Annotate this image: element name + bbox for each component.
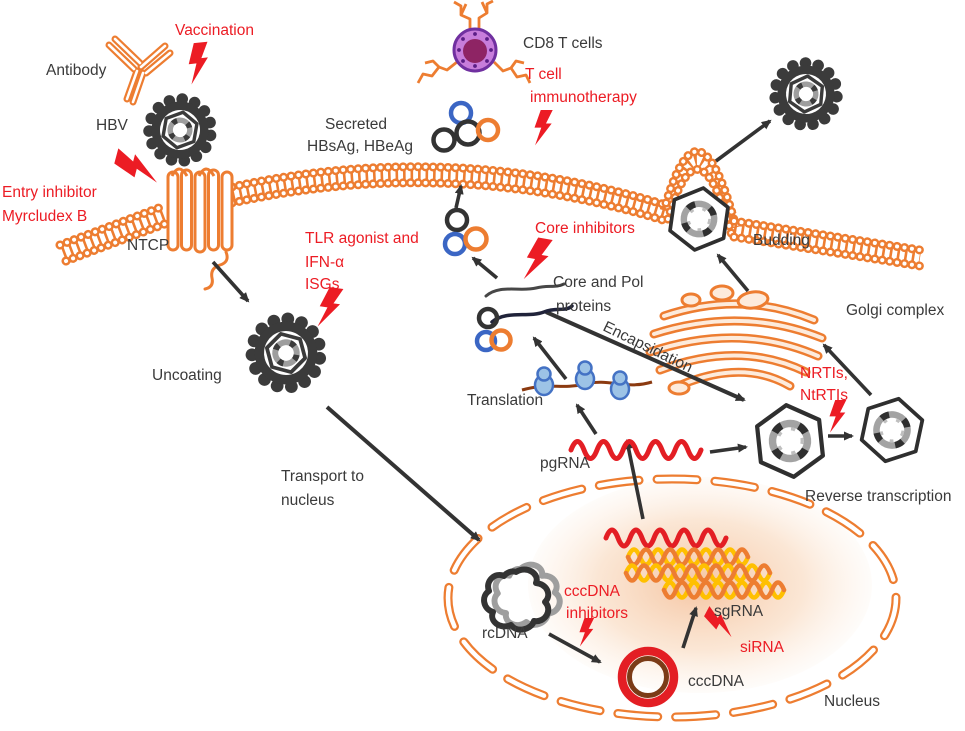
cccdna-label: cccDNA — [688, 673, 745, 690]
core-pol-proteins — [484, 282, 574, 324]
nuclear-rna-transcripts — [603, 527, 787, 600]
ntcp-label: NTCP — [127, 237, 169, 254]
arrow-pgrna-to-capsid — [709, 443, 748, 454]
core-pol-label-line1: Core and Pol — [553, 274, 643, 291]
antibody-label: Antibody — [46, 62, 107, 79]
core-inhibitor-bolt — [523, 236, 553, 283]
secreted-particles — [431, 100, 501, 153]
arrow-nucleus-to-pgrna — [624, 439, 645, 520]
arrow-capsid-to-golgi — [822, 343, 873, 397]
rt-capsid-immature — [755, 402, 825, 480]
cccdna-inhibitors-label-line1: cccDNA — [564, 583, 621, 600]
reverse-transcription-label: Reverse transcription — [805, 488, 951, 505]
t-cell-immunotherapy-label-line1: T cell — [525, 66, 562, 83]
arrow-entry-to-uncoating — [211, 260, 250, 303]
nrti-bolt — [829, 400, 847, 433]
arrow-rcdna-to-cccdna — [548, 632, 602, 664]
cd8-t-cells-label: CD8 T cells — [523, 35, 603, 52]
rt-capsid-mature — [858, 393, 925, 467]
core-pol-label-line2: proteins — [556, 298, 611, 315]
nucleus-label: Nucleus — [824, 693, 880, 710]
t-cell-nucleus — [463, 39, 487, 63]
arrow-cccdna-to-sgrna — [681, 606, 698, 649]
rcdna-molecule — [481, 561, 563, 633]
vaccination-bolt — [186, 41, 212, 85]
translation-label: Translation — [467, 392, 543, 409]
antibody-molecule — [105, 35, 174, 106]
secreted-label-line2: HBsAg, HBeAg — [307, 138, 413, 155]
hbv-label: HBV — [96, 117, 129, 134]
nucleus-region — [443, 474, 901, 722]
transport-label-line1: Transport to — [281, 468, 364, 485]
cytoplasm-particles-upper — [442, 207, 489, 257]
sgrna-label: sgRNA — [714, 603, 764, 620]
sirna-label: siRNA — [740, 639, 785, 656]
arrow-translation-to-corepol — [532, 336, 568, 381]
hbv-virion — [138, 88, 223, 173]
arrow-secretion — [454, 184, 464, 209]
arrow-encapsidation — [545, 310, 746, 402]
arrow-budding-to-release — [714, 119, 772, 163]
ntcp-receptor — [166, 167, 234, 291]
t-cell-granules — [457, 32, 493, 68]
golgi-label: Golgi complex — [846, 302, 944, 319]
tlr-label-line1: TLR agonist and — [305, 230, 419, 247]
cytoplasm-particles-lower — [474, 306, 513, 353]
cd8-t-cell — [416, 0, 532, 84]
cccdna-inhibitors-label-line2: inhibitors — [566, 605, 628, 622]
arrow-golgi-to-budding — [716, 253, 750, 293]
translation-complex — [521, 360, 653, 401]
cccdna-molecule — [617, 646, 679, 708]
entry-inhibitor-label-line2: Myrcludex B — [2, 208, 87, 225]
entry-inhibitor-label-line1: Entry inhibitor — [2, 184, 97, 201]
therapy-labels: Vaccination Entry inhibitor Myrcludex B … — [2, 22, 848, 656]
arrow-pgrna-to-translation — [575, 403, 598, 435]
transport-label-line2: nucleus — [281, 492, 335, 509]
t-cell-receptors — [416, 0, 532, 84]
t-cell-immunotherapy-bolt — [534, 110, 553, 146]
nrti-label-line1: NRTIs, — [800, 365, 848, 382]
secreted-label-line1: Secreted — [325, 116, 387, 133]
pgrna-molecule — [568, 439, 704, 461]
budding-label: Budding — [753, 232, 810, 249]
uncoating-label: Uncoating — [152, 367, 222, 384]
tlr-label-line2: IFN-α — [305, 254, 344, 271]
golgi-complex — [645, 284, 827, 396]
ribosomes — [533, 360, 631, 401]
vaccination-label: Vaccination — [175, 22, 254, 39]
uncoating-virion — [237, 304, 335, 403]
flow-arrows — [211, 119, 873, 664]
released-virion — [767, 54, 846, 133]
arrow-particles-assembly — [471, 256, 499, 280]
ntcp-tail — [203, 250, 229, 291]
nrti-label-line2: NtRTIs — [800, 387, 848, 404]
arrow-transport-to-nucleus — [325, 405, 481, 542]
pgrna-label: pgRNA — [540, 455, 591, 472]
tlr-label-line3: ISGs — [305, 276, 340, 293]
nuclear-envelope — [443, 474, 901, 722]
core-inhibitors-label: Core inhibitors — [535, 220, 635, 237]
rcdna-label: rcDNA — [482, 625, 528, 642]
t-cell-immunotherapy-label-line2: immunotherapy — [530, 89, 637, 106]
